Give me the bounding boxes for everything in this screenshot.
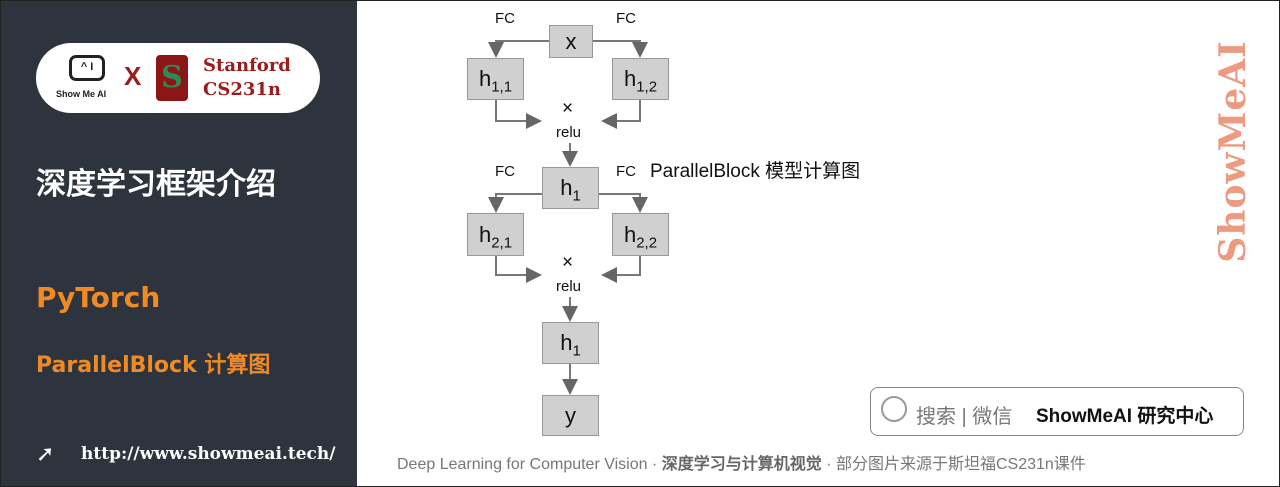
node-label: h <box>478 222 492 247</box>
website-link[interactable]: http://www.showmeai.tech/ <box>81 444 336 464</box>
node-label: h <box>623 222 637 247</box>
page-title: 深度学习框架介绍 <box>36 167 276 202</box>
fc-label: FC <box>616 163 636 180</box>
footer-note: 部分图片来源于斯坦福CS231n课件 <box>835 456 1086 473</box>
search-label: 搜索 | 微信 <box>916 406 1013 428</box>
node-h12: h1,2 <box>612 58 669 100</box>
footer-en: Deep Learning for Computer Vision <box>397 456 648 473</box>
node-h22: h2,2 <box>612 213 669 256</box>
search-brand: ShowMeAI 研究中心 <box>1036 406 1214 427</box>
stanford-logo-icon: S <box>156 55 188 101</box>
node-h11: h1,1 <box>467 58 524 100</box>
diagram-caption: ParallelBlock 模型计算图 <box>650 161 861 182</box>
course-text: CS231n <box>203 79 281 100</box>
node-subscript: 1,2 <box>636 78 658 96</box>
showmeai-logo-icon: ^ I <box>69 55 105 81</box>
search-box[interactable]: 搜索 | 微信 ShowMeAI 研究中心 <box>870 387 1244 436</box>
fc-label: FC <box>495 163 515 180</box>
node-label: h <box>623 66 637 91</box>
node-subscript: 1,1 <box>491 78 513 96</box>
fc-label: FC <box>495 10 515 27</box>
node-h1-out: h1 <box>542 322 599 364</box>
footer-cn: 深度学习与计算机视觉 <box>661 456 822 473</box>
cursor-click-icon: ➚ <box>36 441 55 466</box>
search-icon <box>881 396 907 422</box>
logo-x: X <box>124 61 142 91</box>
node-label: h <box>560 330 573 355</box>
node-label: h <box>478 66 492 91</box>
multiply-op: × <box>562 252 574 273</box>
node-x: x <box>549 25 593 58</box>
subtitle-parallelblock: ParallelBlock 计算图 <box>36 353 271 378</box>
node-subscript: 2,2 <box>636 234 658 252</box>
relu-op: relu <box>556 278 582 295</box>
multiply-op: × <box>562 98 574 119</box>
stanford-text: Stanford <box>203 55 291 76</box>
fc-label: FC <box>616 10 636 27</box>
relu-op: relu <box>556 124 582 141</box>
footer-sep: · <box>821 456 836 473</box>
node-h21: h2,1 <box>467 213 524 256</box>
footer: Deep Learning for Computer Vision · 深度学习… <box>397 450 1086 474</box>
showmeai-watermark: ShowMeAI <box>1212 40 1254 263</box>
node-subscript: 1 <box>572 187 581 205</box>
node-label: h <box>560 175 573 200</box>
footer-sep: · <box>647 456 662 473</box>
node-h1: h1 <box>542 167 599 209</box>
showmeai-logo-text: Show Me AI <box>56 89 107 99</box>
node-subscript: 2,1 <box>491 234 513 252</box>
node-subscript: 1 <box>572 342 581 360</box>
sidebar: ^ I Show Me AI X S Stanford CS231n 深度学习框… <box>1 1 357 486</box>
logo-banner: ^ I Show Me AI X S Stanford CS231n <box>36 43 320 113</box>
subtitle-pytorch: PyTorch <box>36 281 161 314</box>
node-y: y <box>542 395 599 436</box>
